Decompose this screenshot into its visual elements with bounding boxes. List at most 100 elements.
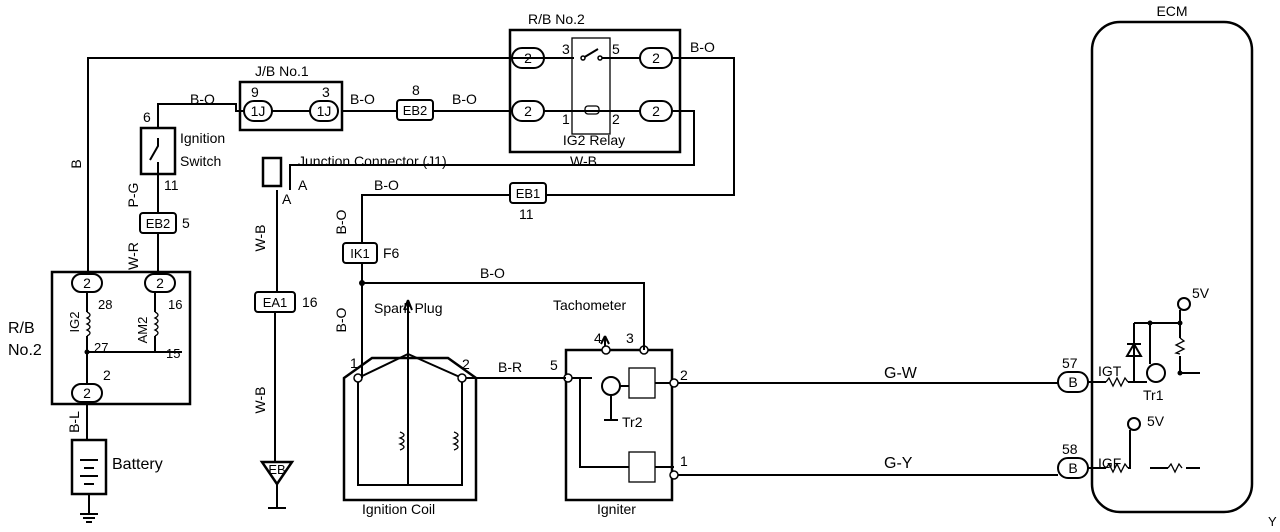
ground-eb-label: EB [268, 462, 285, 477]
rb2-left-pin-2: 2 [103, 367, 111, 383]
wire-label-gy: G-Y [884, 455, 913, 472]
igniter-pin-2: 2 [680, 367, 688, 383]
ecm-5v-bottom-terminal [1127, 417, 1141, 431]
ig2-label: IG2 [67, 312, 82, 333]
tr2-label: Tr2 [622, 414, 643, 430]
ignition-coil-block [342, 356, 478, 502]
wire-label-bo-6: B-O [480, 265, 505, 281]
rb2-left-pin-15: 15 [166, 346, 180, 361]
wire-label-wr: W-R [125, 242, 141, 270]
ea1-pin: 16 [302, 294, 318, 310]
coil-pin-1: 1 [350, 355, 358, 371]
wire-label-bo-4: B-O [690, 39, 715, 55]
eb1-conn [509, 182, 547, 204]
ecm-conn-57-label: B [1068, 374, 1077, 390]
rb2-top-conn-5-label: 2 [652, 50, 660, 66]
tachometer-label: Tachometer [553, 297, 626, 313]
ecm-title: ECM [1156, 3, 1187, 19]
rb2-left-internal-wires [86, 292, 182, 384]
jb1-pin-9: 9 [251, 84, 259, 100]
eb2-top-pin: 8 [412, 82, 420, 98]
am2-label: AM2 [135, 317, 150, 344]
ea1-conn-label: EA1 [263, 295, 288, 310]
battery-ground [80, 494, 98, 523]
coil-pin-2: 2 [462, 356, 470, 372]
wire-label-bo-2: B-O [350, 91, 375, 107]
wire-wb-relay-to-ground [274, 110, 695, 462]
ecm-pin-58: 58 [1062, 441, 1078, 457]
wire-label-wb-2: W-B [252, 225, 268, 252]
tr1-transistor [1146, 363, 1166, 383]
igniter-pin-3: 3 [626, 330, 634, 346]
ig2-relay-coil [584, 105, 600, 115]
battery-cells [80, 459, 98, 485]
wire-label-pg: P-G [125, 183, 141, 208]
wire-label-wb-1: W-B [570, 153, 597, 169]
wire-label-bo-7: B-O [333, 209, 349, 234]
eb2-left-pin: 5 [182, 215, 190, 231]
ecm-5v-bottom: 5V [1147, 413, 1165, 429]
jb1-title: J/B No.1 [255, 63, 309, 79]
ig2-relay-body [571, 37, 611, 135]
ignition-label-2: Switch [180, 153, 221, 169]
ignition-coil-label: Ignition Coil [362, 501, 435, 517]
ecm-tr1-label: Tr1 [1143, 387, 1164, 403]
igniter-pin-5: 5 [550, 357, 558, 373]
ignition-coil-internal [357, 300, 463, 486]
eb2-top-conn-label: EB2 [403, 103, 428, 118]
coil-windings [398, 431, 459, 451]
ecm-internal-wires [1088, 310, 1200, 469]
junction-label: Junction Connector (J1) [298, 153, 447, 169]
ignition-pin-11: 11 [164, 177, 179, 193]
wire-label-bo-1: B-O [190, 91, 215, 107]
wire-b-battery-feed [87, 57, 544, 272]
wire-bo-eb1-to-coil [361, 194, 510, 378]
wire-label-bo-8: B-O [333, 307, 349, 332]
junction-connector [261, 156, 283, 188]
rb2-top-conn-1-label: 2 [524, 103, 532, 119]
ecm-5v-top-terminal [1177, 297, 1191, 311]
wire-bo-to-igniter [362, 282, 645, 350]
rb2-left-title-1: R/B [8, 320, 35, 337]
igniter-pin-4: 4 [594, 330, 602, 346]
ecm-resistors [1105, 337, 1186, 474]
wire-bo-jb1-to-ignition [157, 103, 244, 128]
eb1-pin: 11 [519, 206, 534, 222]
wire-label-gw: G-W [884, 365, 918, 382]
rb2-top-pin-3: 3 [562, 41, 570, 57]
ik1-conn-label: IK1 [350, 246, 370, 261]
ground-eb-symbol [259, 460, 295, 487]
corner-mark: Y [1268, 514, 1277, 529]
battery-label: Battery [112, 456, 163, 473]
wire-label-wb-3: W-B [252, 387, 268, 414]
jb1-pin-3: 3 [322, 84, 330, 100]
ecm-igt-label: IGT [1098, 363, 1122, 379]
jb1-conn-9-label: 1J [251, 103, 266, 119]
rb2-left-pin-28: 28 [98, 297, 112, 312]
eb1-conn-label: EB1 [516, 186, 541, 201]
rb2-top-internal-wires [544, 57, 640, 112]
rb2-left-block [50, 270, 192, 406]
wire-label-bl: B-L [66, 411, 82, 433]
rb2-top-pin-5: 5 [612, 41, 620, 57]
igniter-label: Igniter [597, 501, 636, 517]
rb2-top-conn-2-label: 2 [652, 103, 660, 119]
rb2-top-pin-2: 2 [612, 111, 620, 127]
igniter-block [564, 348, 674, 502]
rb2-top-title: R/B No.2 [528, 11, 585, 27]
jb1-conn-3-label: 1J [317, 103, 332, 119]
wire-label-bo-5: B-O [374, 177, 399, 193]
ignition-label-1: Ignition [180, 130, 225, 146]
wire-label-br: B-R [498, 359, 522, 375]
ground-eb-wire [268, 484, 286, 509]
ik1-conn [342, 242, 378, 264]
wire-label-b: B [68, 159, 84, 168]
rb2-left-title-2: No.2 [8, 342, 42, 359]
ecm-diode [1125, 342, 1143, 357]
ecm-block [1090, 20, 1254, 514]
junction-pin-a2: A [282, 191, 292, 207]
spark-arrow [403, 299, 413, 311]
ig2-relay-switch [582, 48, 599, 59]
rb2-left-pin-16: 16 [168, 297, 182, 312]
